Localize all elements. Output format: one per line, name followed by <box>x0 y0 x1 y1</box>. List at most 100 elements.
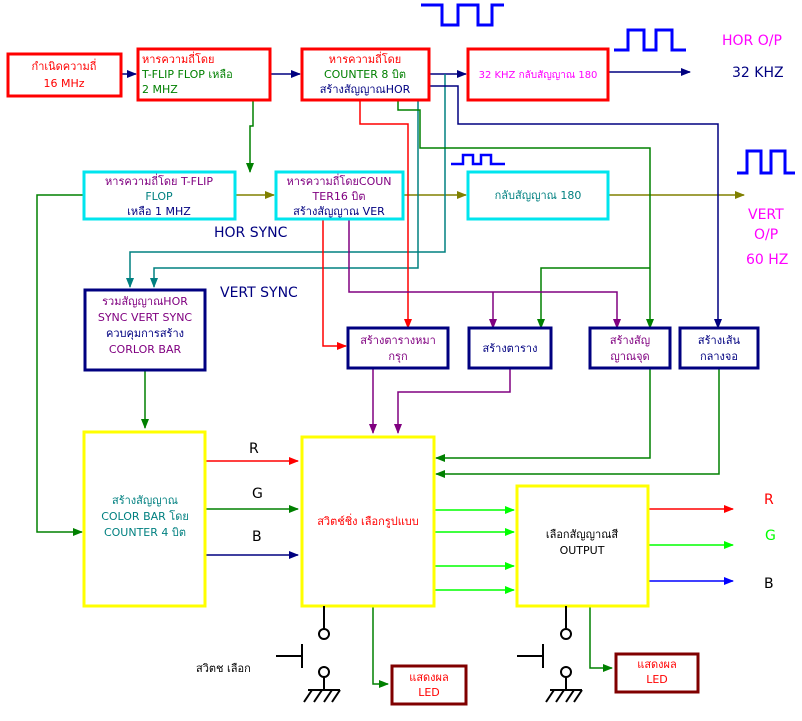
cnt8-block <box>300 47 431 102</box>
g-in-label: G <box>252 486 263 502</box>
checker-label-2: กรุก <box>388 350 407 363</box>
tff1-label-3: เหลือ 1 MHZ <box>127 205 191 218</box>
wire-tff2-to-cnt16 <box>246 100 254 173</box>
cnt16-block <box>274 170 405 221</box>
inv180-label: กลับสัญญาณ 180 <box>495 189 582 202</box>
wire-cnt16-to-dot <box>348 219 621 329</box>
svg-text:สร้างตารางหมากรุก: สร้างตารางหมากรุก <box>360 334 436 363</box>
op-label: O/P <box>754 227 778 243</box>
wire-cnt8-to-checker-a <box>359 100 412 329</box>
b-out-label: B <box>764 576 774 592</box>
wire-sw-to-led1 <box>372 606 389 688</box>
sync-label-4: CORLOR BAR <box>109 343 182 356</box>
sync-label-1: รวมสัญญาณHOR <box>102 295 188 308</box>
cnt8-label-3: สร้างสัญญาณHOR <box>320 83 411 96</box>
osc-block <box>6 52 123 98</box>
cnt16-label-1: หารความถี่โดยCOUN <box>286 173 391 188</box>
tff1-label-1: หารความถี่โดย T-FLIP <box>105 173 213 188</box>
cnt16-label-2: TER16 บิต <box>312 190 366 203</box>
wire-out-to-led2 <box>589 606 613 672</box>
sync-label-2: SYNC VERT SYNC <box>98 311 193 324</box>
tff2-block <box>136 47 272 102</box>
grid-label: สร้างตาราง <box>483 342 538 355</box>
grid-block <box>467 326 553 370</box>
hz-label: 60 HZ <box>746 252 788 268</box>
led1-block <box>390 664 468 706</box>
dot-block <box>588 326 672 370</box>
cnt8-label-2: COUNTER 8 บิต <box>324 68 406 81</box>
wire-center-to-switch <box>435 368 720 478</box>
svg-text:กำเนิดความถี่16 MHz: กำเนิดความถี่ 16 MHz <box>32 58 97 90</box>
khz32-label: 32 KHZ กลับสัญญาณ 180 <box>479 70 598 81</box>
colorbar-block <box>82 430 207 608</box>
osc-label-1: กำเนิดความถี่ <box>32 58 97 73</box>
wire-grid-to-switch <box>394 368 511 434</box>
checker-block <box>346 326 450 370</box>
wire-cnt16-to-checker <box>322 219 347 350</box>
switch2-lever-icon <box>517 644 544 668</box>
khz-label: 32 KHZ <box>732 65 784 81</box>
tff2-label-2: T-FLIP FLOP เหลือ <box>141 68 233 81</box>
switch-block <box>300 435 436 608</box>
switch1-top-contact-icon <box>318 628 330 640</box>
wire-hor-sync <box>126 74 446 288</box>
tff1-block <box>82 170 237 221</box>
svg-text:สร้างเส้นกลางจอ: สร้างเส้นกลางจอ <box>698 334 741 363</box>
colorbar-label-2: COLOR BAR โดย <box>101 509 189 523</box>
tff2-label-3: 2 MHZ <box>142 83 178 96</box>
ground2-icon <box>545 606 583 703</box>
pulse-wave-hor-icon <box>614 28 686 52</box>
g-out-label: G <box>765 528 776 544</box>
switch-label: สวิตช์ชิ่ง เลือกรูปแบบ <box>317 513 419 528</box>
colorbar-label-1: สร้างสัญญาณ <box>112 494 178 507</box>
pulse-wave-mid-icon <box>451 153 505 166</box>
center-label-1: สร้างเส้น <box>698 334 741 347</box>
colorbar-label-3: COUNTER 4 บิต <box>104 526 186 539</box>
led1-label-1: แสดงผล <box>409 671 449 684</box>
wire-tff1-to-colorbar <box>36 194 84 536</box>
switch1-bottom-contact-icon <box>318 666 330 678</box>
osc-label-2: 16 MHz <box>43 77 84 90</box>
wire-to-grid <box>537 267 650 329</box>
r-out-label: R <box>764 492 774 508</box>
output-label-2: OUTPUT <box>560 544 605 557</box>
cnt16-label-3: สร้างสัญญาณ VER <box>293 205 385 218</box>
b-in-label: B <box>252 529 262 545</box>
dot-label-2: ญาณจุด <box>610 350 649 363</box>
tff1-label-2: FLOP <box>145 190 173 203</box>
switch-select-label: สวิตช เลือก <box>196 662 251 675</box>
vert-label: VERT <box>748 207 784 223</box>
wire-cnt8-top <box>429 85 722 329</box>
led2-label-1: แสดงผล <box>637 658 677 671</box>
dot-label-1: สร้างสัญ <box>610 334 650 347</box>
center-label-2: กลางจอ <box>700 350 738 363</box>
led2-block <box>614 652 700 694</box>
output-label-1: เลือกสัญญาณสี <box>546 528 619 541</box>
tff2-label-1: หารความถี่โดย <box>142 51 214 66</box>
switch1-lever-icon <box>276 644 303 668</box>
inv180-block <box>466 170 610 221</box>
output-block <box>515 484 650 608</box>
wire-dot-to-switch <box>435 368 651 462</box>
wire-vert-sync <box>150 100 419 288</box>
ground1-icon <box>303 606 341 703</box>
khz32-block <box>466 47 610 102</box>
wire-cnt8-to-dot <box>397 100 654 329</box>
pulse-wave-vert-icon <box>737 149 795 175</box>
svg-text:เลือกสัญญาณสีOUTPUT: เลือกสัญญาณสี OUTPUT <box>546 528 619 557</box>
center-block <box>678 326 760 370</box>
hor-op-label: HOR O/P <box>722 33 782 49</box>
r-in-label: R <box>249 441 259 457</box>
vert-sync-label: VERT SYNC <box>220 285 298 301</box>
sync-block <box>83 288 207 372</box>
checker-label-1: สร้างตารางหมา <box>360 334 436 347</box>
